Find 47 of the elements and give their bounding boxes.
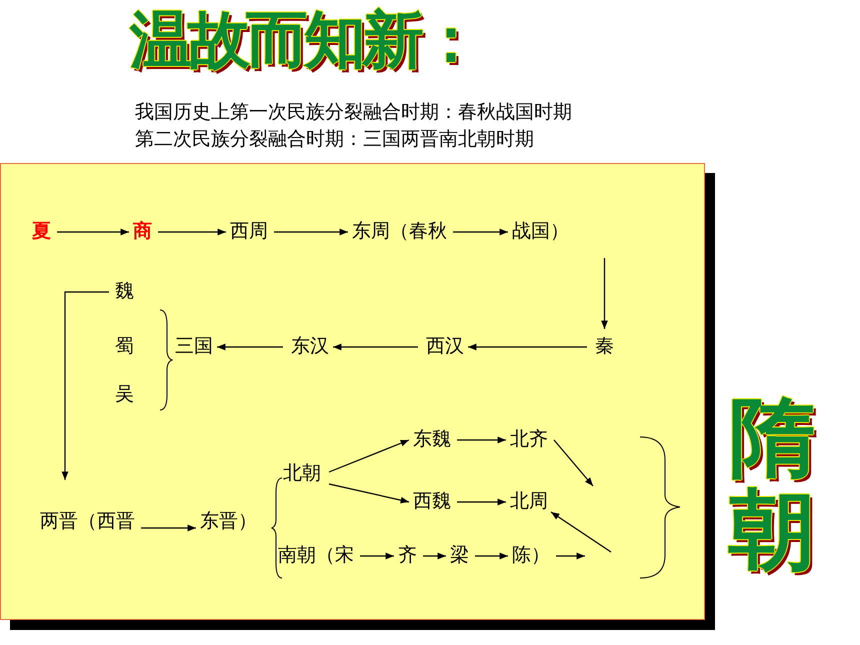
dynasty-label: 魏 <box>115 280 134 304</box>
dynasty-label: 东晋） <box>200 510 257 534</box>
arrow <box>554 440 594 486</box>
dynasty-label: 南朝（宋 <box>278 544 354 568</box>
dynasty-label: 战国） <box>512 220 569 244</box>
arrow <box>57 228 129 236</box>
arrow <box>328 483 410 504</box>
arrow <box>468 344 587 350</box>
dynasty-label: 吴 <box>115 383 134 407</box>
dynasty-label: 东周（春秋 <box>352 220 447 244</box>
dynasty-label: 北齐 <box>510 428 548 452</box>
dynasty-label: 商 <box>133 220 152 244</box>
title: 温故而知新： <box>130 2 478 78</box>
note-text: 我国历史上第一次民族分裂融合时期：春秋战国时期 <box>135 101 572 125</box>
dynasty-label: 齐 <box>398 544 417 568</box>
arrow <box>328 439 410 473</box>
arrow <box>62 291 109 480</box>
dynasty-label: 秦 <box>595 335 614 359</box>
arrow <box>141 524 196 532</box>
dynasty-label: 夏 <box>32 220 51 244</box>
dynasty-label: 陈） <box>512 544 550 568</box>
dynasty-label: 西魏 <box>413 490 451 514</box>
dynasty-heading: 隋朝 <box>722 392 822 576</box>
dynasty-label: 西汉 <box>426 335 464 359</box>
arrow <box>333 344 418 350</box>
dynasty-label: 蜀 <box>115 335 134 359</box>
dynasty-label: 西周 <box>230 220 268 244</box>
dynasty-label: 梁 <box>450 544 469 568</box>
dynasty-label: 东魏 <box>413 428 451 452</box>
note-text: 第二次民族分裂融合时期：三国两晋南北朝时期 <box>135 128 534 152</box>
arrow <box>475 552 508 560</box>
arrow <box>217 344 283 350</box>
arrow <box>457 436 506 444</box>
dynasty-label: 东汉 <box>291 335 329 359</box>
arrow <box>360 552 394 560</box>
arrow <box>274 228 348 236</box>
arrow <box>158 228 226 236</box>
arrow <box>457 498 506 506</box>
arrow <box>601 258 608 329</box>
arrow <box>556 552 585 560</box>
arrow <box>423 552 446 560</box>
arrow <box>453 228 508 236</box>
dynasty-label: 北朝 <box>283 462 321 486</box>
dynasty-label: 两晋（西晋 <box>40 510 135 534</box>
dynasty-label: 北周 <box>510 490 548 514</box>
dynasty-label: 三国 <box>175 335 213 359</box>
arrow <box>550 512 612 552</box>
